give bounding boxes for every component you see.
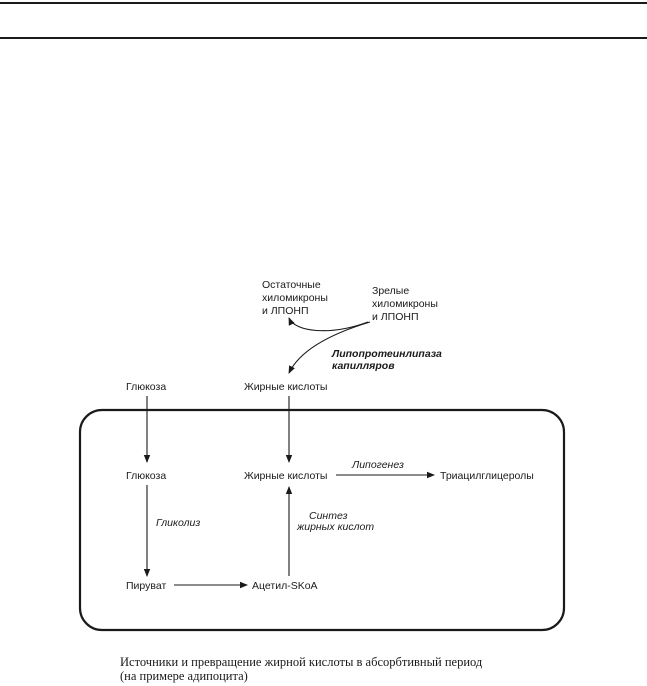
top-rule <box>0 2 647 4</box>
node-residual-line: хиломикроны <box>262 292 328 304</box>
caption-line-1: Источники и превращение жирной кислоты в… <box>120 655 483 669</box>
node-acetyl-scoa: Ацетил-SKoA <box>252 580 318 592</box>
node-mature-line: и ЛПОНП <box>372 311 419 323</box>
node-residual-chylomicrons: Остаточные хиломикроны и ЛПОНП <box>262 279 331 317</box>
node-mature-line: Зрелые <box>372 285 409 297</box>
label-synthesis-line: жирных кислот <box>296 521 374 533</box>
node-mature-line: хиломикроны <box>372 298 438 310</box>
label-lipogenesis: Липогенез <box>351 459 404 471</box>
node-glucose-outside: Глюкоза <box>126 381 166 393</box>
node-triacylglycerols: Триацилглицеролы <box>440 470 534 482</box>
label-fatty-acid-synthesis: Синтез жирных кислот <box>296 510 374 533</box>
edge-mature-to-fatty-acids <box>288 321 371 374</box>
caption-line-2: (на примере адипоцита) <box>120 669 248 683</box>
label-glycolysis: Гликолиз <box>156 517 200 529</box>
node-mature-chylomicrons: Зрелые хиломикроны и ЛПОНП <box>372 285 441 323</box>
node-fatty-acids-outside: Жирные кислоты <box>244 381 327 393</box>
node-residual-line: Остаточные <box>262 279 321 291</box>
label-lipase-line: капилляров <box>332 360 395 372</box>
edge-mature-to-residual <box>288 317 369 332</box>
label-synthesis-line: Синтез <box>309 510 348 522</box>
node-pyruvate: Пируват <box>126 580 166 592</box>
node-residual-line: и ЛПОНП <box>262 305 309 317</box>
node-glucose-inside: Глюкоза <box>126 470 166 482</box>
node-fatty-acids-inside: Жирные кислоты <box>244 470 327 482</box>
label-lipase-line: Липопротеинлипаза <box>331 348 442 360</box>
label-lipoprotein-lipase: Липопротеинлипаза капилляров <box>331 348 445 372</box>
metabolism-diagram: Остаточные хиломикроны и ЛПОНП Зрелые хи… <box>78 279 566 632</box>
figure-caption: Источники и превращение жирной кислоты в… <box>120 655 580 683</box>
cell-boundary <box>78 408 566 632</box>
header-rule <box>0 37 647 39</box>
